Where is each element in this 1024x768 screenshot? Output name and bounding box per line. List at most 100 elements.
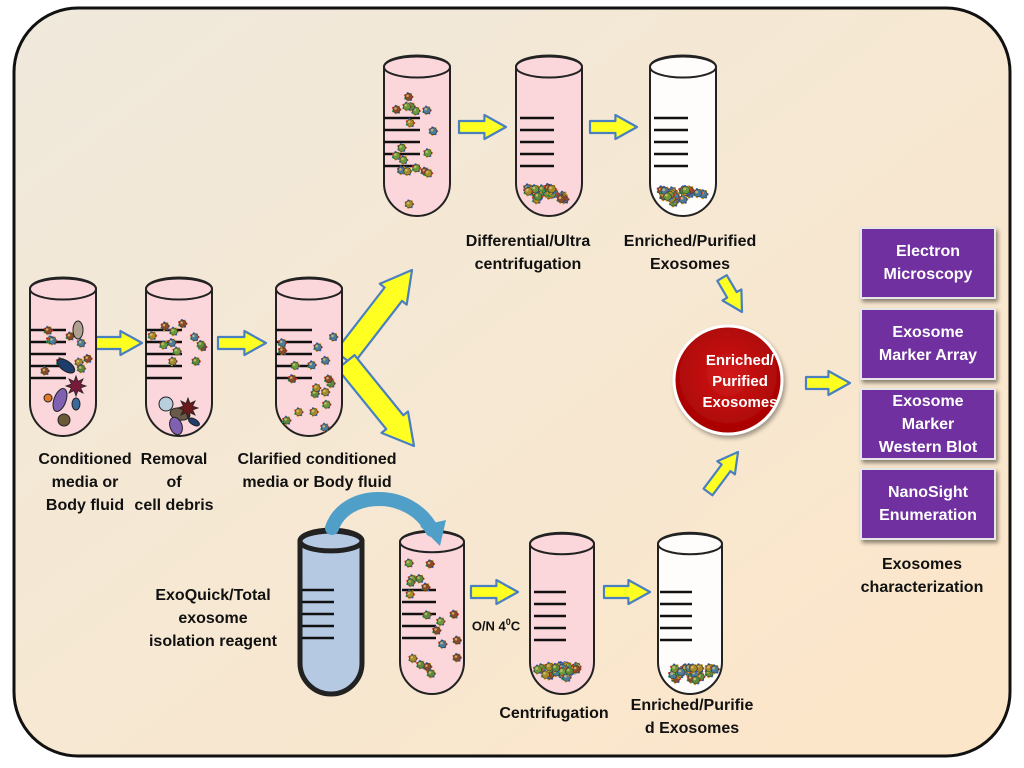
exosome-particle <box>320 422 330 433</box>
exosome-particle <box>423 168 434 179</box>
method-line: Microscopy <box>883 266 973 283</box>
flow-arrow <box>588 113 639 141</box>
exosome-particle <box>546 183 557 195</box>
exosome-particle <box>422 105 432 116</box>
exosome-particle <box>307 360 317 370</box>
exosome-particle <box>423 148 433 158</box>
label-incubation-sup: 0 <box>505 617 511 627</box>
method-line: Exosome <box>892 392 964 410</box>
flow-arrow <box>469 578 520 606</box>
exosome-particle <box>311 383 322 393</box>
label-enriched-bottom: Enriched/Purifie d Exosomes <box>612 694 772 740</box>
label-step1-line: media or <box>51 474 119 491</box>
exosome-particle <box>449 609 460 620</box>
exosome-particle <box>438 639 448 650</box>
exosome-particle <box>172 346 182 357</box>
exosome-particle <box>43 325 54 336</box>
method-box-marker-array: Exosome Marker Array <box>860 308 996 380</box>
label-step3-line: Clarified conditioned <box>237 451 397 468</box>
exosome-particle <box>83 353 93 364</box>
exosome-particle <box>398 155 409 165</box>
label-red-circle-line: Enriched/ <box>705 352 775 369</box>
exosome-particle <box>404 92 414 102</box>
exosome-particle <box>533 191 544 202</box>
exosome-particle <box>309 407 319 417</box>
label-step3-line: media or Body fluid <box>242 474 392 491</box>
tubes-group <box>29 54 723 697</box>
exosome-particle <box>428 126 439 137</box>
exosome-particle <box>422 661 433 672</box>
exosome-particle <box>168 356 178 367</box>
method-box-western-blot: Exosome Marker Western Blot <box>860 388 996 460</box>
curved-transfer-arrow-head <box>420 520 446 546</box>
method-line: Marker Array <box>878 347 978 364</box>
exosome-particle <box>287 374 298 384</box>
exosome-particle <box>76 363 87 374</box>
flow-arrows <box>94 113 852 606</box>
method-line: Marker <box>901 415 955 433</box>
exosome-particle <box>322 399 332 410</box>
exosome-particle <box>436 616 446 627</box>
exosome-particle <box>196 339 207 350</box>
exosome-particle <box>452 652 462 663</box>
flow-arrow <box>602 578 652 606</box>
flow-arrow <box>457 113 508 141</box>
method-box-electron-microscopy: Electron Microscopy <box>860 227 996 299</box>
exosome-particle <box>421 582 431 593</box>
label-reagent-line: exosome <box>178 610 248 627</box>
exosome-particle <box>294 407 304 417</box>
background-panel <box>12 6 1012 758</box>
flow-arrow-diagonal <box>336 354 416 448</box>
exosome-particle <box>408 653 418 664</box>
exosome-particle <box>159 340 169 350</box>
exosome-particle <box>277 338 288 348</box>
label-centrifugation: Centrifugation <box>484 702 624 725</box>
label-red-circle-line: Exosomes <box>702 394 778 411</box>
label-step1: Conditioned media or Body fluid <box>14 448 156 517</box>
exosome-particle <box>404 558 414 569</box>
exosome-particle <box>422 610 432 620</box>
exosome-particle <box>532 664 544 675</box>
label-reagent: ExoQuick/Total exosome isolation reagent <box>128 584 298 653</box>
exosome-particle <box>40 366 50 376</box>
exosome-particle <box>178 318 188 329</box>
exosome-particle <box>282 415 292 426</box>
exosome-particle <box>660 185 671 197</box>
tube-ultracentrifuged <box>515 54 583 217</box>
exosome-particle <box>313 342 323 353</box>
curved-transfer-arrow <box>325 492 439 537</box>
tube-ultracentrifugation-start <box>383 54 451 217</box>
exosome-particle <box>540 669 551 680</box>
label-step1-line: Body fluid <box>45 497 125 514</box>
tube-centrifuged <box>529 531 595 695</box>
label-step1-line: Conditioned <box>38 451 132 468</box>
exosome-particle <box>190 332 200 342</box>
exosome-particle <box>167 337 177 348</box>
label-enriched-top: Enriched/Purified Exosomes <box>610 230 770 276</box>
exosome-particle <box>688 663 699 674</box>
label-characterization: Exosomes characterization <box>846 553 998 599</box>
exosome-particle <box>432 625 442 636</box>
enriched-exosomes-circle <box>672 324 784 436</box>
method-line: Electron <box>895 243 960 260</box>
flow-arrow-diagonal <box>716 274 744 314</box>
exosome-particle <box>404 199 415 210</box>
label-enriched-top-line: Enriched/Purified <box>623 233 757 250</box>
label-enriched-top-line: Exosomes <box>649 256 731 273</box>
cell-debris <box>158 396 200 436</box>
tube-reagent-mixture <box>399 529 465 695</box>
label-incubation: O/N 40C <box>464 611 528 637</box>
label-step2: Removal of cell debris <box>114 448 234 517</box>
label-centrifugation-line: Centrifugation <box>499 705 609 722</box>
label-step3: Clarified conditioned media or Body flui… <box>222 448 412 494</box>
exosome-particle <box>416 659 426 670</box>
exosome-particle <box>324 374 334 385</box>
label-red-circle: Enriched/ Purified Exosomes <box>676 350 804 413</box>
exosome-particle <box>564 666 575 677</box>
tube-removal-debris <box>145 276 213 437</box>
exosome-particle <box>680 184 691 196</box>
exosome-particle <box>452 635 463 646</box>
label-enriched-bottom-line: d Exosomes <box>644 720 740 737</box>
exosome-particle <box>397 142 407 153</box>
exosome-particle <box>191 356 201 367</box>
